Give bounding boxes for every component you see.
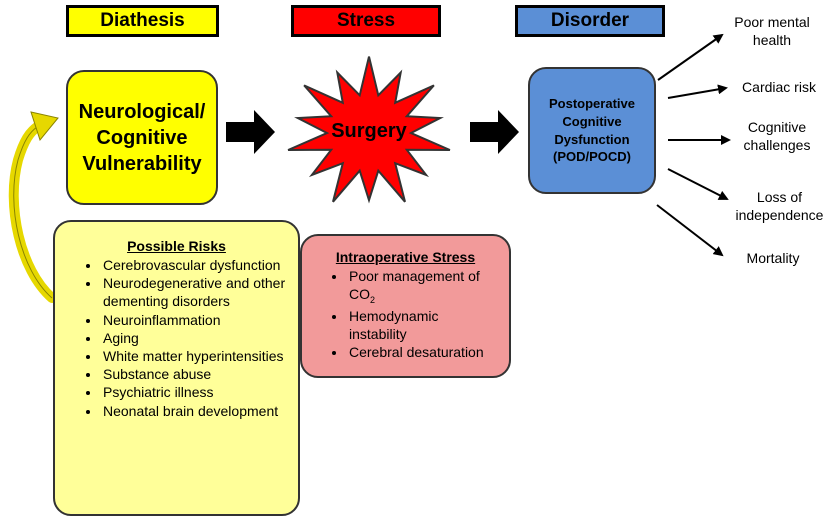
feedback-curve-arrow	[8, 122, 57, 303]
vulnerability-line-2: Cognitive	[96, 126, 188, 149]
risk-item: Neuroinflammation	[101, 311, 288, 329]
header-disorder: Disorder	[515, 5, 665, 37]
surgery-label: Surgery	[331, 120, 407, 142]
risk-item: Cerebrovascular dysfunction	[101, 256, 288, 274]
outcome-arrow-2	[667, 84, 728, 99]
risk-item: Substance abuse	[101, 365, 288, 383]
arrow-to-disorder	[470, 110, 519, 154]
stress-item-co2-text: Poor management of CO	[349, 268, 480, 303]
risk-item: Neurodegenerative and other dementing di…	[101, 274, 288, 310]
header-disorder-label: Disorder	[550, 10, 630, 31]
outcome-mortality: Mortality	[746, 250, 800, 266]
surgery-starburst	[287, 56, 451, 204]
pocd-line-3: Dysfunction	[554, 131, 630, 147]
possible-risks-list: Cerebrovascular dysfunction Neurodegener…	[55, 256, 288, 420]
stress-item-co2: Poor management of CO2	[347, 267, 499, 307]
risk-item: Neonatal brain development	[101, 402, 288, 420]
risk-item: White matter hyperintensities	[101, 347, 288, 365]
disorder-box: Postoperative Cognitive Dysfunction (POD…	[528, 67, 656, 194]
outcome-arrow-5	[656, 204, 724, 257]
risk-item: Psychiatric illness	[101, 383, 288, 401]
feedback-arrow-head	[30, 111, 59, 142]
vulnerability-line-1: Neurological/	[78, 100, 206, 123]
intraoperative-stress-list: Poor management of CO2 Hemodynamic insta…	[302, 267, 499, 361]
co2-subscript: 2	[370, 294, 376, 305]
pocd-line-4: (POD/POCD)	[552, 149, 631, 165]
header-diathesis: Diathesis	[66, 5, 219, 37]
header-stress-label: Stress	[336, 10, 396, 31]
intraoperative-stress-title: Intraoperative Stress	[335, 249, 476, 265]
possible-risks-panel: Possible Risks Cerebrovascular dysfuncti…	[53, 220, 300, 516]
intraoperative-stress-panel: Intraoperative Stress Poor management of…	[300, 234, 511, 378]
header-diathesis-label: Diathesis	[100, 10, 185, 31]
outcome-cognitive-challenges: Cognitive challenges	[743, 119, 811, 153]
feedback-curve-arrow-outline	[13, 126, 53, 299]
risk-item: Aging	[101, 329, 288, 347]
pocd-line-2: Cognitive	[562, 113, 622, 129]
header-stress: Stress	[291, 5, 441, 37]
vulnerability-box: Neurological/ Cognitive Vulnerability	[66, 70, 218, 205]
stress-item: Cerebral desaturation	[347, 343, 499, 361]
outcome-cardiac-risk: Cardiac risk	[742, 79, 816, 95]
outcome-arrow-1	[657, 33, 724, 81]
pocd-line-1: Postoperative	[549, 96, 635, 112]
arrow-to-surgery	[226, 110, 275, 154]
outcome-arrow-4	[667, 168, 729, 200]
outcome-loss-of-independence: Loss of independence	[735, 189, 824, 223]
outcome-poor-mental-health: Poor mental health	[734, 14, 810, 48]
stress-item: Hemodynamic instability	[347, 307, 499, 343]
vulnerability-line-3: Vulnerability	[82, 152, 202, 175]
possible-risks-title: Possible Risks	[127, 238, 226, 254]
